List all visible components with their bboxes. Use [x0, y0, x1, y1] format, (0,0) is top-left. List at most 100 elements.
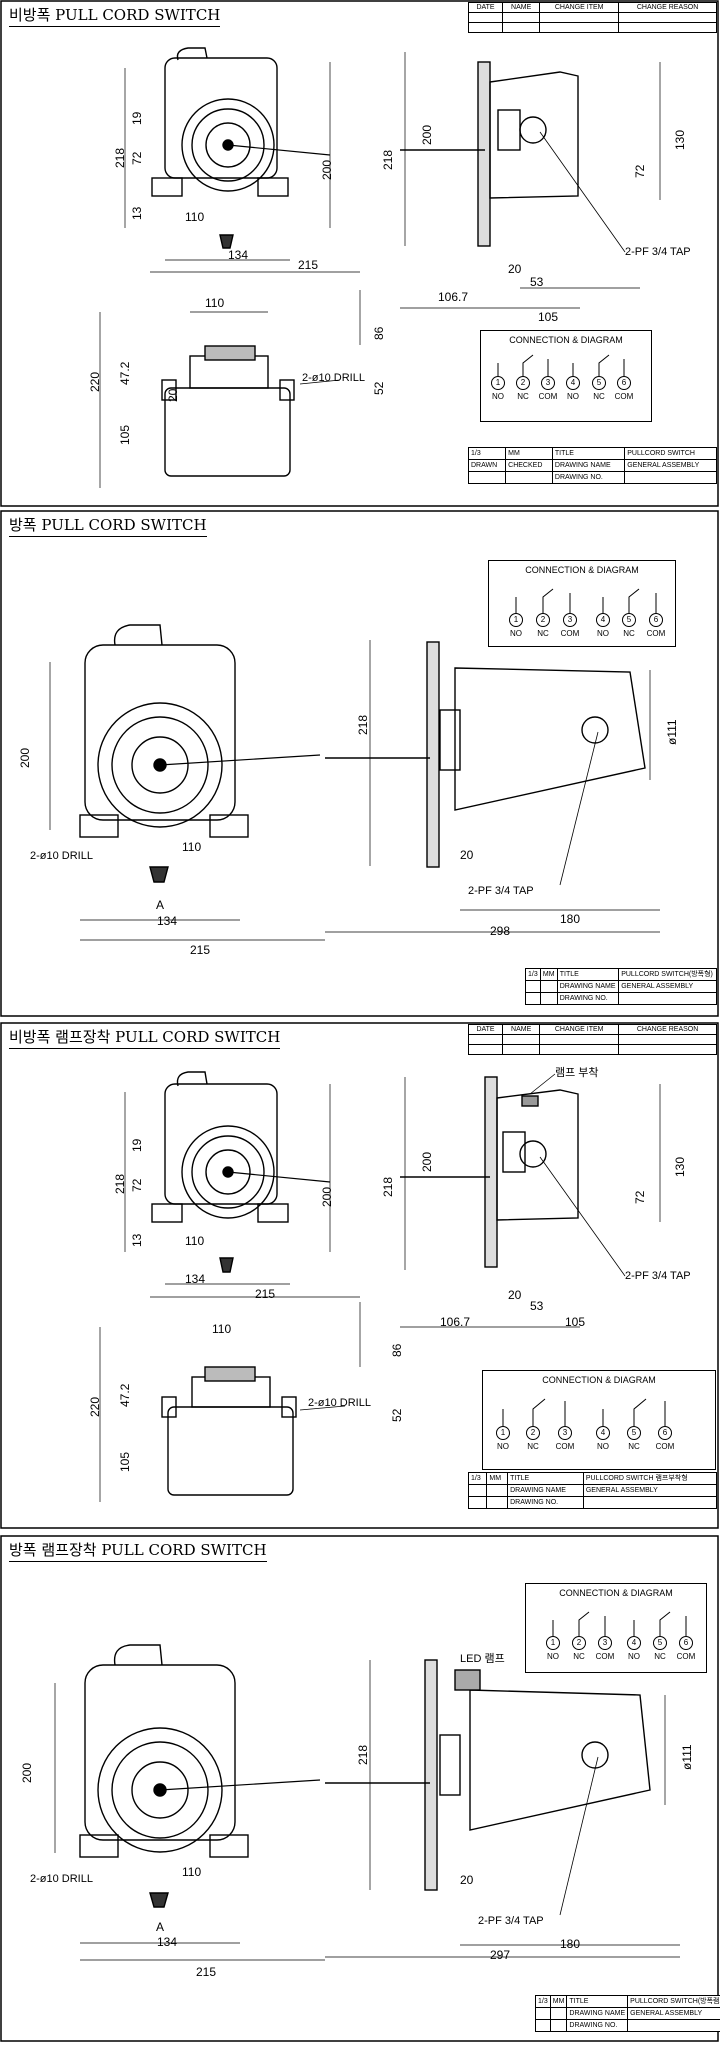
- dim-label: 86: [390, 1343, 404, 1357]
- title-label: TITLE: [551, 447, 626, 460]
- drawing-name-label: DRAWING NAME: [556, 980, 620, 993]
- title-label: TITLE: [566, 1995, 629, 2008]
- unit: MM: [549, 1995, 568, 2008]
- dim-label: 297: [490, 1948, 511, 1962]
- dim-label: 110: [185, 1234, 205, 1248]
- rev-header-name: NAME: [502, 1024, 541, 1035]
- dim-label: 298: [490, 924, 511, 938]
- title-value: PULLCORD SWITCH: [624, 447, 717, 460]
- rev-header-change-item: CHANGE ITEM: [539, 2, 620, 13]
- side-view-switch: [400, 61, 579, 247]
- bottom-view-switch: [161, 345, 295, 477]
- dim-label: 72: [633, 164, 647, 178]
- dim-label: 110: [185, 210, 205, 224]
- dim-label: 72: [130, 1178, 144, 1192]
- row-checked: CHECKED: [505, 459, 553, 472]
- dim-label: 20: [460, 848, 474, 862]
- dim-label: 130: [673, 129, 687, 150]
- dim-label: 218: [356, 714, 370, 735]
- dim-label: 86: [372, 326, 386, 340]
- drawing-name-value: GENERAL ASSEMBLY: [627, 2007, 720, 2020]
- drawing-no-label: DRAWING NO.: [566, 2019, 629, 2032]
- dim-label: 134: [228, 248, 249, 262]
- dim-label: 110: [212, 1322, 232, 1336]
- dim-label: 180: [560, 1937, 581, 1951]
- dim-label: 110: [182, 1865, 202, 1879]
- drill-note: 2-ø10 DRILL: [302, 372, 365, 384]
- drawing-sheet-4: 방폭 램프장착 PULL CORD SWITCH 200 110 134 215…: [0, 1535, 720, 2043]
- side-view-switch: [325, 1659, 651, 1891]
- dim-label: 180: [560, 912, 581, 926]
- dim-label: 218: [381, 1176, 395, 1197]
- drawing-name-value: GENERAL ASSEMBLY: [582, 1484, 718, 1497]
- lamp-note: 램프 부착: [555, 1067, 599, 1079]
- front-view-switch: [79, 1644, 321, 1908]
- unit: MM: [486, 1472, 509, 1485]
- dim-label: 52: [390, 1408, 404, 1422]
- dim-label: 20: [508, 1288, 522, 1302]
- dim-label: 215: [255, 1287, 276, 1301]
- dim-label: A: [156, 898, 165, 912]
- lamp-note: LED 램프: [460, 1653, 505, 1665]
- connection-title: CONNECTION & DIAGRAM: [559, 1588, 673, 1598]
- sheet-number: 1/3: [467, 447, 507, 460]
- dim-label: 47.2: [118, 1383, 132, 1407]
- rev-header-name: NAME: [502, 2, 541, 13]
- tap-note: 2-PF 3/4 TAP: [468, 885, 534, 897]
- drill-note: 2-ø10 DRILL: [30, 850, 93, 862]
- dim-label: 200: [18, 747, 32, 768]
- tap-note: 2-PF 3/4 TAP: [478, 1915, 544, 1927]
- title-label: TITLE: [556, 968, 620, 981]
- dim-label: 218: [356, 1744, 370, 1765]
- dim-label: 53: [530, 275, 544, 289]
- tap-note: 2-PF 3/4 TAP: [625, 1270, 691, 1282]
- switch-contacts: [502, 1398, 666, 1426]
- dim-label: 72: [130, 151, 144, 165]
- title-value: PULLCORD SWITCH 램프부착형: [582, 1472, 718, 1485]
- front-view-switch: [79, 624, 321, 883]
- dim-label: 105: [565, 1315, 586, 1329]
- rev-header-date: DATE: [467, 2, 504, 13]
- dim-label: 218: [113, 147, 127, 168]
- dim-label: 134: [157, 914, 178, 928]
- dim-label: 134: [157, 1935, 178, 1949]
- dim-label: 52: [372, 381, 386, 395]
- switch-contacts: [497, 354, 625, 376]
- dim-label: 220: [88, 371, 102, 392]
- dim-label: 200: [420, 124, 434, 145]
- drawing-no-label: DRAWING NO.: [507, 1496, 584, 1509]
- dim-label: 134: [185, 1272, 206, 1286]
- dim-label: 215: [298, 258, 319, 272]
- sheet-3-graphics: [0, 1022, 719, 1529]
- bottom-view-switch: [161, 1366, 297, 1496]
- row-drawn: DRAWN: [467, 459, 507, 472]
- dim-label: 72: [633, 1190, 647, 1204]
- dim-label: 105: [118, 1451, 132, 1472]
- dim-label: 13: [130, 206, 144, 220]
- dim-label: 200: [320, 159, 334, 180]
- drill-note: 2-ø10 DRILL: [308, 1397, 371, 1409]
- dim-label: 106.7: [438, 290, 469, 304]
- drawing-name-label: DRAWING NAME: [551, 459, 626, 472]
- dim-label: 19: [130, 111, 144, 125]
- sheet-2-graphics: [0, 510, 719, 1017]
- dim-label: 130: [673, 1156, 687, 1177]
